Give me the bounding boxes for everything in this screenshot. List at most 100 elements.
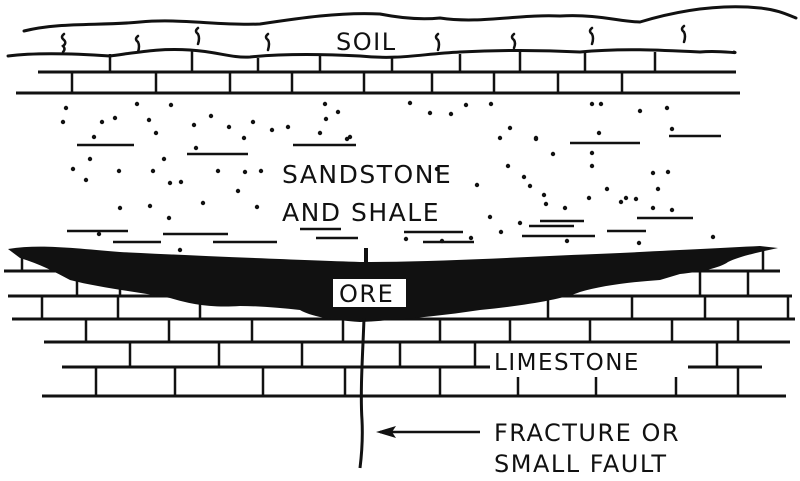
fracture-arrow bbox=[376, 426, 480, 438]
sand-grain-dot bbox=[710, 234, 716, 240]
sand-grain-dot bbox=[254, 204, 260, 210]
fracture-label-line1: FRACTURE OR bbox=[494, 419, 680, 447]
sand-grain-dot bbox=[335, 109, 341, 115]
sand-grain-dot bbox=[235, 188, 241, 194]
sand-grain-dot bbox=[498, 229, 504, 235]
limestone-label-bg bbox=[490, 347, 688, 377]
sand-grain-dot bbox=[317, 130, 323, 136]
sand-grain-dot bbox=[116, 168, 122, 174]
soil-layer bbox=[6, 5, 798, 59]
sand-grain-dot bbox=[285, 124, 291, 130]
sand-grain-dot bbox=[564, 238, 570, 244]
sand-grain-dot bbox=[161, 156, 167, 162]
sand-grain-dot bbox=[269, 127, 275, 133]
sand-grain-dot bbox=[242, 169, 248, 175]
sand-grain-dot bbox=[434, 166, 440, 172]
sand-grain-dot bbox=[650, 170, 656, 176]
sand-grain-dot bbox=[533, 136, 539, 142]
sand-grain-dot bbox=[650, 205, 656, 211]
sandstone-shale-layer bbox=[60, 100, 721, 253]
sand-grain-dot bbox=[507, 125, 513, 131]
sand-grain-dot bbox=[598, 101, 604, 107]
sand-grain-dot bbox=[521, 174, 527, 180]
sand-grain-dot bbox=[488, 101, 494, 107]
shale-dashes bbox=[67, 134, 721, 244]
arrow-head-icon bbox=[376, 426, 396, 438]
sand-grain-dot bbox=[191, 122, 197, 128]
sand-grain-dot bbox=[474, 182, 480, 188]
sand-grain-dot bbox=[664, 105, 670, 111]
sand-grain-dot bbox=[618, 199, 624, 205]
sand-grain-dot bbox=[167, 180, 173, 186]
sand-grain-dot bbox=[168, 102, 174, 108]
sand-grain-dot bbox=[166, 215, 172, 221]
sand-grain-dot bbox=[636, 240, 642, 246]
sand-grain-dot bbox=[258, 168, 264, 174]
fracture-label-line2: SMALL FAULT bbox=[494, 450, 668, 478]
sand-grain-dot bbox=[448, 111, 454, 117]
soil-bottom-line bbox=[6, 47, 737, 59]
sand-grain-dot bbox=[99, 119, 105, 125]
sand-grain-dot bbox=[70, 166, 76, 172]
sand-grain-dot bbox=[146, 117, 152, 123]
sand-grain-dot bbox=[527, 183, 533, 189]
sand-grain-dot bbox=[91, 134, 97, 140]
sand-grain-dot bbox=[150, 168, 156, 174]
sand-grain-dot bbox=[589, 101, 595, 107]
sand-grain-dot bbox=[468, 235, 474, 241]
sand-grain-dot bbox=[60, 119, 66, 125]
sand-grain-dot bbox=[543, 201, 549, 207]
sand-grain-dot bbox=[403, 236, 409, 242]
cap-limestone-layer bbox=[16, 50, 740, 95]
sand-grain-dot bbox=[347, 134, 353, 140]
sand-grain-dot bbox=[637, 108, 643, 114]
sand-grain-dot bbox=[550, 151, 556, 157]
sand-grain-dot bbox=[541, 192, 547, 198]
sand-grain-dot bbox=[517, 220, 523, 226]
sand-grain-dot bbox=[250, 119, 256, 125]
sand-grain-dot bbox=[669, 126, 675, 132]
sand-grain-dot bbox=[463, 102, 469, 108]
sand-grain-dot bbox=[505, 163, 511, 169]
fracture-line bbox=[358, 317, 366, 469]
sand-grain-dot bbox=[215, 168, 221, 174]
sand-grain-dot bbox=[112, 115, 118, 121]
sand-grain-dot bbox=[665, 169, 671, 175]
ore-label-box bbox=[333, 279, 406, 307]
sand-grain-dot bbox=[487, 214, 493, 220]
sand-grain-dot bbox=[562, 205, 568, 211]
sandstone-label-line1: SANDSTONE bbox=[282, 160, 452, 189]
sand-grain-dot bbox=[322, 101, 328, 107]
sand-grain-dot bbox=[589, 163, 595, 169]
limestone-label: LIMESTONE bbox=[494, 350, 640, 376]
soil-label: SOIL bbox=[336, 28, 397, 56]
sand-grain-dot bbox=[407, 100, 413, 106]
sand-grain-dot bbox=[208, 113, 214, 119]
sand-grain-dot bbox=[669, 207, 675, 213]
sand-grain-dot bbox=[117, 205, 123, 211]
sand-grain-dot bbox=[178, 179, 184, 185]
sand-grain-dot bbox=[63, 105, 69, 111]
sand-grain-dot bbox=[655, 186, 661, 192]
soil-top-line bbox=[22, 5, 798, 33]
sand-grain-dot bbox=[589, 150, 595, 156]
sand-grain-dot bbox=[177, 247, 183, 253]
sand-grain-dot bbox=[323, 116, 329, 122]
sand-grain-dot bbox=[497, 135, 503, 141]
sand-grain-dot bbox=[586, 195, 592, 201]
soil-root-marks bbox=[60, 24, 687, 54]
ore-label: ORE bbox=[339, 280, 394, 308]
sand-grain-dot bbox=[623, 195, 629, 201]
sand-grain-dot bbox=[604, 186, 610, 192]
sand-grain-dot bbox=[134, 101, 140, 107]
sand-grain-dot bbox=[200, 200, 206, 206]
sand-grain-dot bbox=[153, 130, 159, 136]
sandstone-dots bbox=[60, 100, 716, 253]
sandstone-label-line2: AND SHALE bbox=[282, 198, 440, 227]
sand-grain-dot bbox=[596, 130, 602, 136]
sand-grain-dot bbox=[427, 110, 433, 116]
sand-grain-dot bbox=[193, 145, 199, 151]
sand-grain-dot bbox=[96, 231, 102, 237]
sand-grain-dot bbox=[241, 135, 247, 141]
